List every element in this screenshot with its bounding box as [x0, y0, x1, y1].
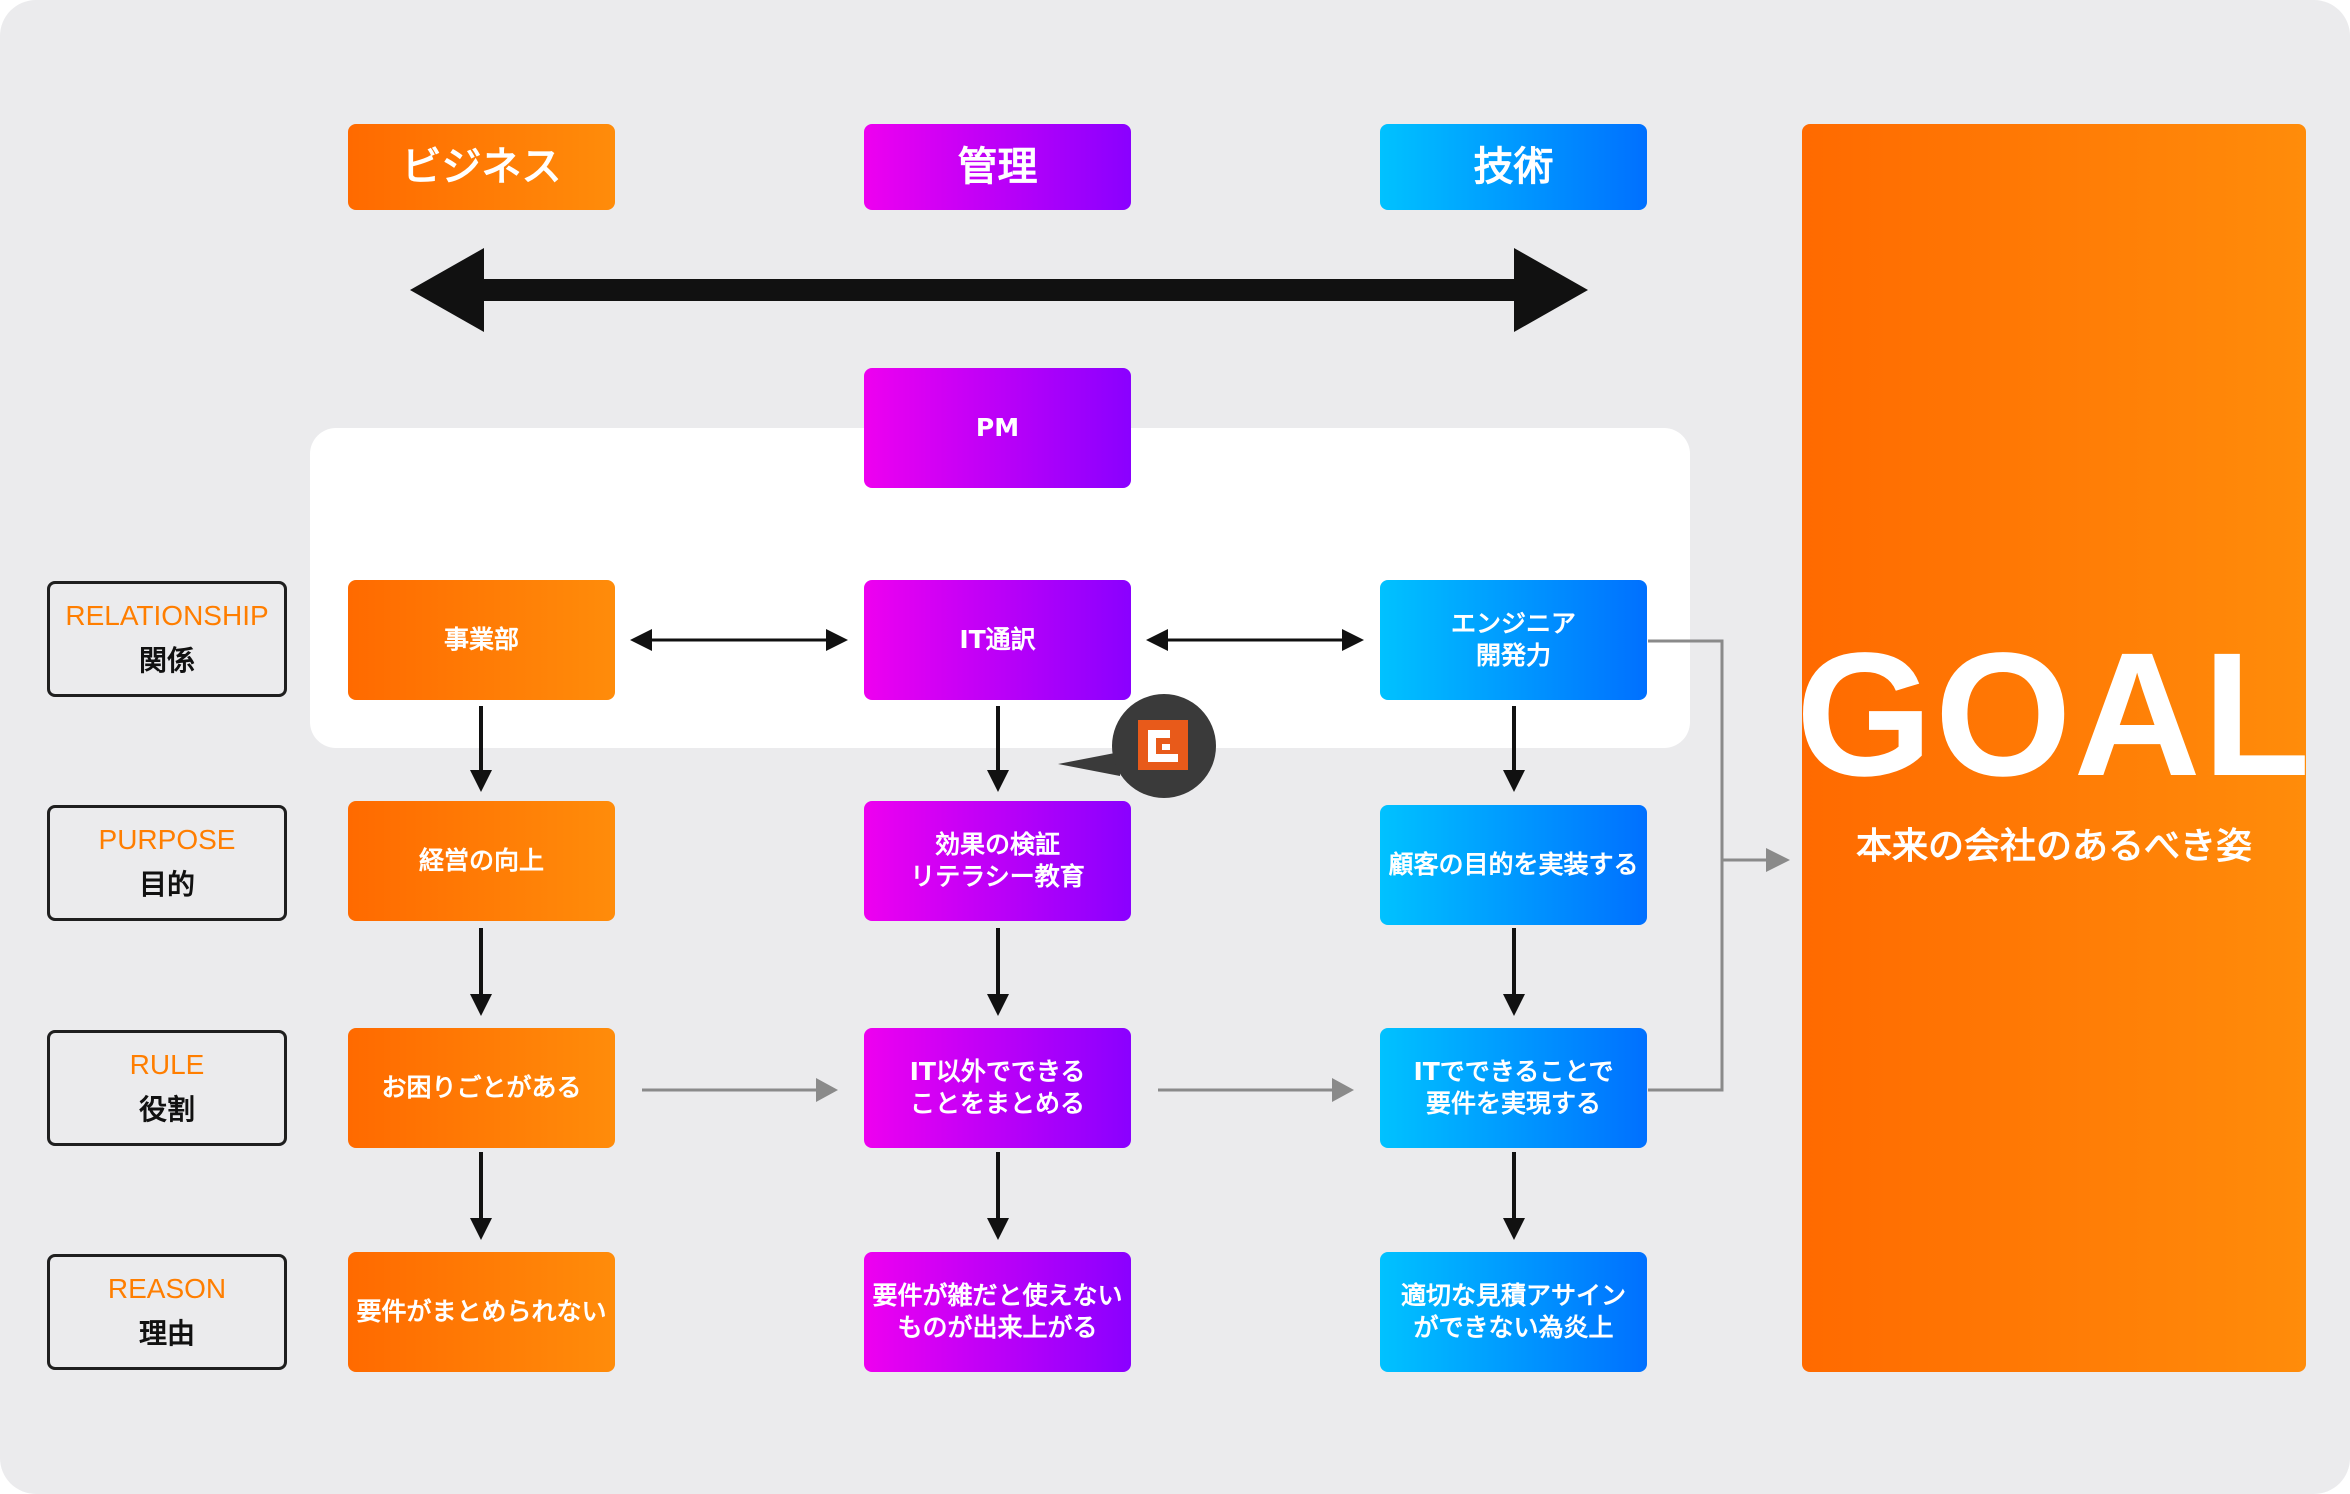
line: リテラシー教育 — [910, 862, 1085, 891]
pm-box: PM — [864, 368, 1131, 488]
label-reason: REASON 理由 — [47, 1254, 287, 1370]
management-reason: 要件が雑だと使えない ものが出来上がる — [864, 1252, 1131, 1372]
technology-relationship: エンジニア 開発力 — [1380, 580, 1647, 700]
business-purpose: 経営の向上 — [348, 801, 615, 921]
line: 開発力 — [1475, 641, 1551, 670]
label-jp: 関係 — [138, 644, 195, 677]
line: 要件が雑だと使えない — [872, 1280, 1123, 1310]
goal-subtitle: 本来の会社のあるべき姿 — [1855, 826, 2252, 867]
label-en: PURPOSE — [98, 824, 236, 856]
header-technology: 技術 — [1380, 124, 1647, 210]
goal-panel: GOAL 本来の会社のあるべき姿 — [1796, 124, 2310, 1372]
goal-connector — [1648, 639, 1790, 1092]
line: 効果の検証 — [934, 829, 1060, 859]
vertical-arrows — [470, 706, 1525, 1240]
header-management: 管理 — [864, 124, 1131, 210]
business-rule: お困りごとがある — [348, 1028, 615, 1148]
relationship-arrow-right — [1146, 629, 1364, 651]
management-purpose: 効果の検証 リテラシー教育 — [864, 801, 1131, 921]
management-relationship: IT通訳 — [864, 580, 1131, 700]
label-jp: 役割 — [138, 1093, 195, 1126]
line: ことをまとめる — [909, 1089, 1085, 1118]
label-relationship: RELATIONSHIP 関係 — [47, 581, 287, 697]
label-purpose: PURPOSE 目的 — [47, 805, 287, 921]
rule-flow-arrows — [642, 1078, 1354, 1102]
line: ITでできることで — [1413, 1056, 1614, 1086]
line: 要件を実現する — [1425, 1089, 1601, 1118]
line: ができない為炎上 — [1413, 1313, 1614, 1342]
line: IT以外でできる — [909, 1056, 1086, 1086]
logo-badge-icon — [1058, 694, 1216, 798]
label-rule: RULE 役割 — [47, 1030, 287, 1146]
business-reason: 要件がまとめられない — [348, 1252, 615, 1372]
line: 適切な見積アサイン — [1400, 1280, 1626, 1310]
label-en: RELATIONSHIP — [65, 600, 269, 632]
goal-title: GOAL — [1795, 617, 2313, 813]
technology-rule: ITでできることで 要件を実現する — [1380, 1028, 1647, 1148]
line: エンジニア — [1450, 608, 1576, 638]
label-en: REASON — [107, 1273, 227, 1305]
label-jp: 理由 — [138, 1317, 195, 1350]
header-business: ビジネス — [348, 124, 615, 210]
line: ものが出来上がる — [897, 1313, 1098, 1342]
management-rule: IT以外でできる ことをまとめる — [864, 1028, 1131, 1148]
spectrum-double-arrow — [410, 248, 1588, 332]
business-relationship: 事業部 — [348, 580, 615, 700]
relationship-arrow-left — [630, 629, 848, 651]
label-jp: 目的 — [138, 868, 195, 901]
label-en: RULE — [129, 1049, 205, 1081]
technology-purpose: 顧客の目的を実装する — [1380, 805, 1647, 925]
technology-reason: 適切な見積アサイン ができない為炎上 — [1380, 1252, 1647, 1372]
